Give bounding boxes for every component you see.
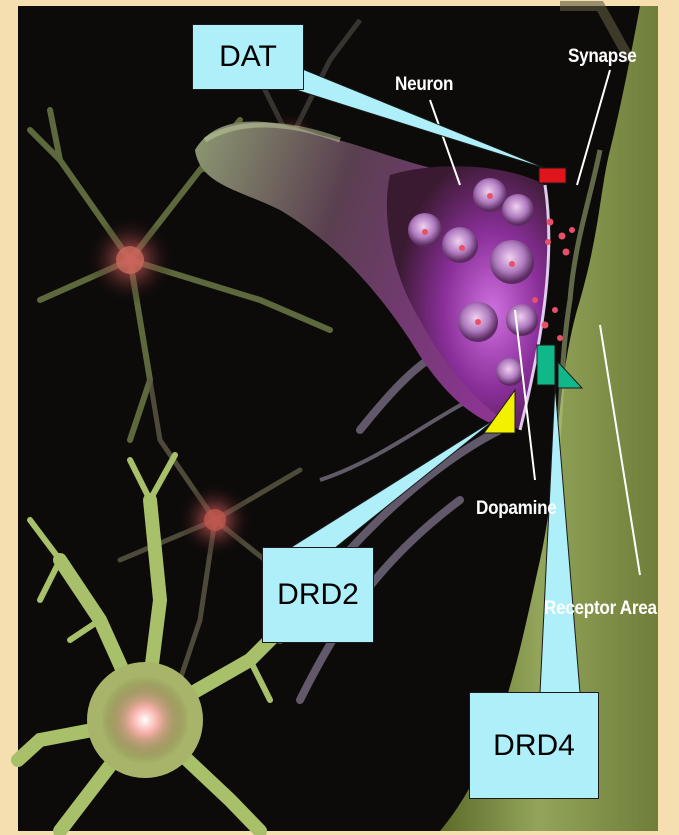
drd4-marker-a xyxy=(537,345,555,385)
neuron-label: Neuron xyxy=(395,74,453,96)
drd4-callout: DRD4 xyxy=(469,692,599,799)
dopamine-label: Dopamine xyxy=(476,498,557,520)
receptor-area-label: Receptor Area xyxy=(544,598,657,620)
synapse-label: Synapse xyxy=(568,46,636,68)
dat-marker xyxy=(539,168,566,183)
drd2-callout: DRD2 xyxy=(262,547,374,643)
dat-callout: DAT xyxy=(192,24,304,90)
